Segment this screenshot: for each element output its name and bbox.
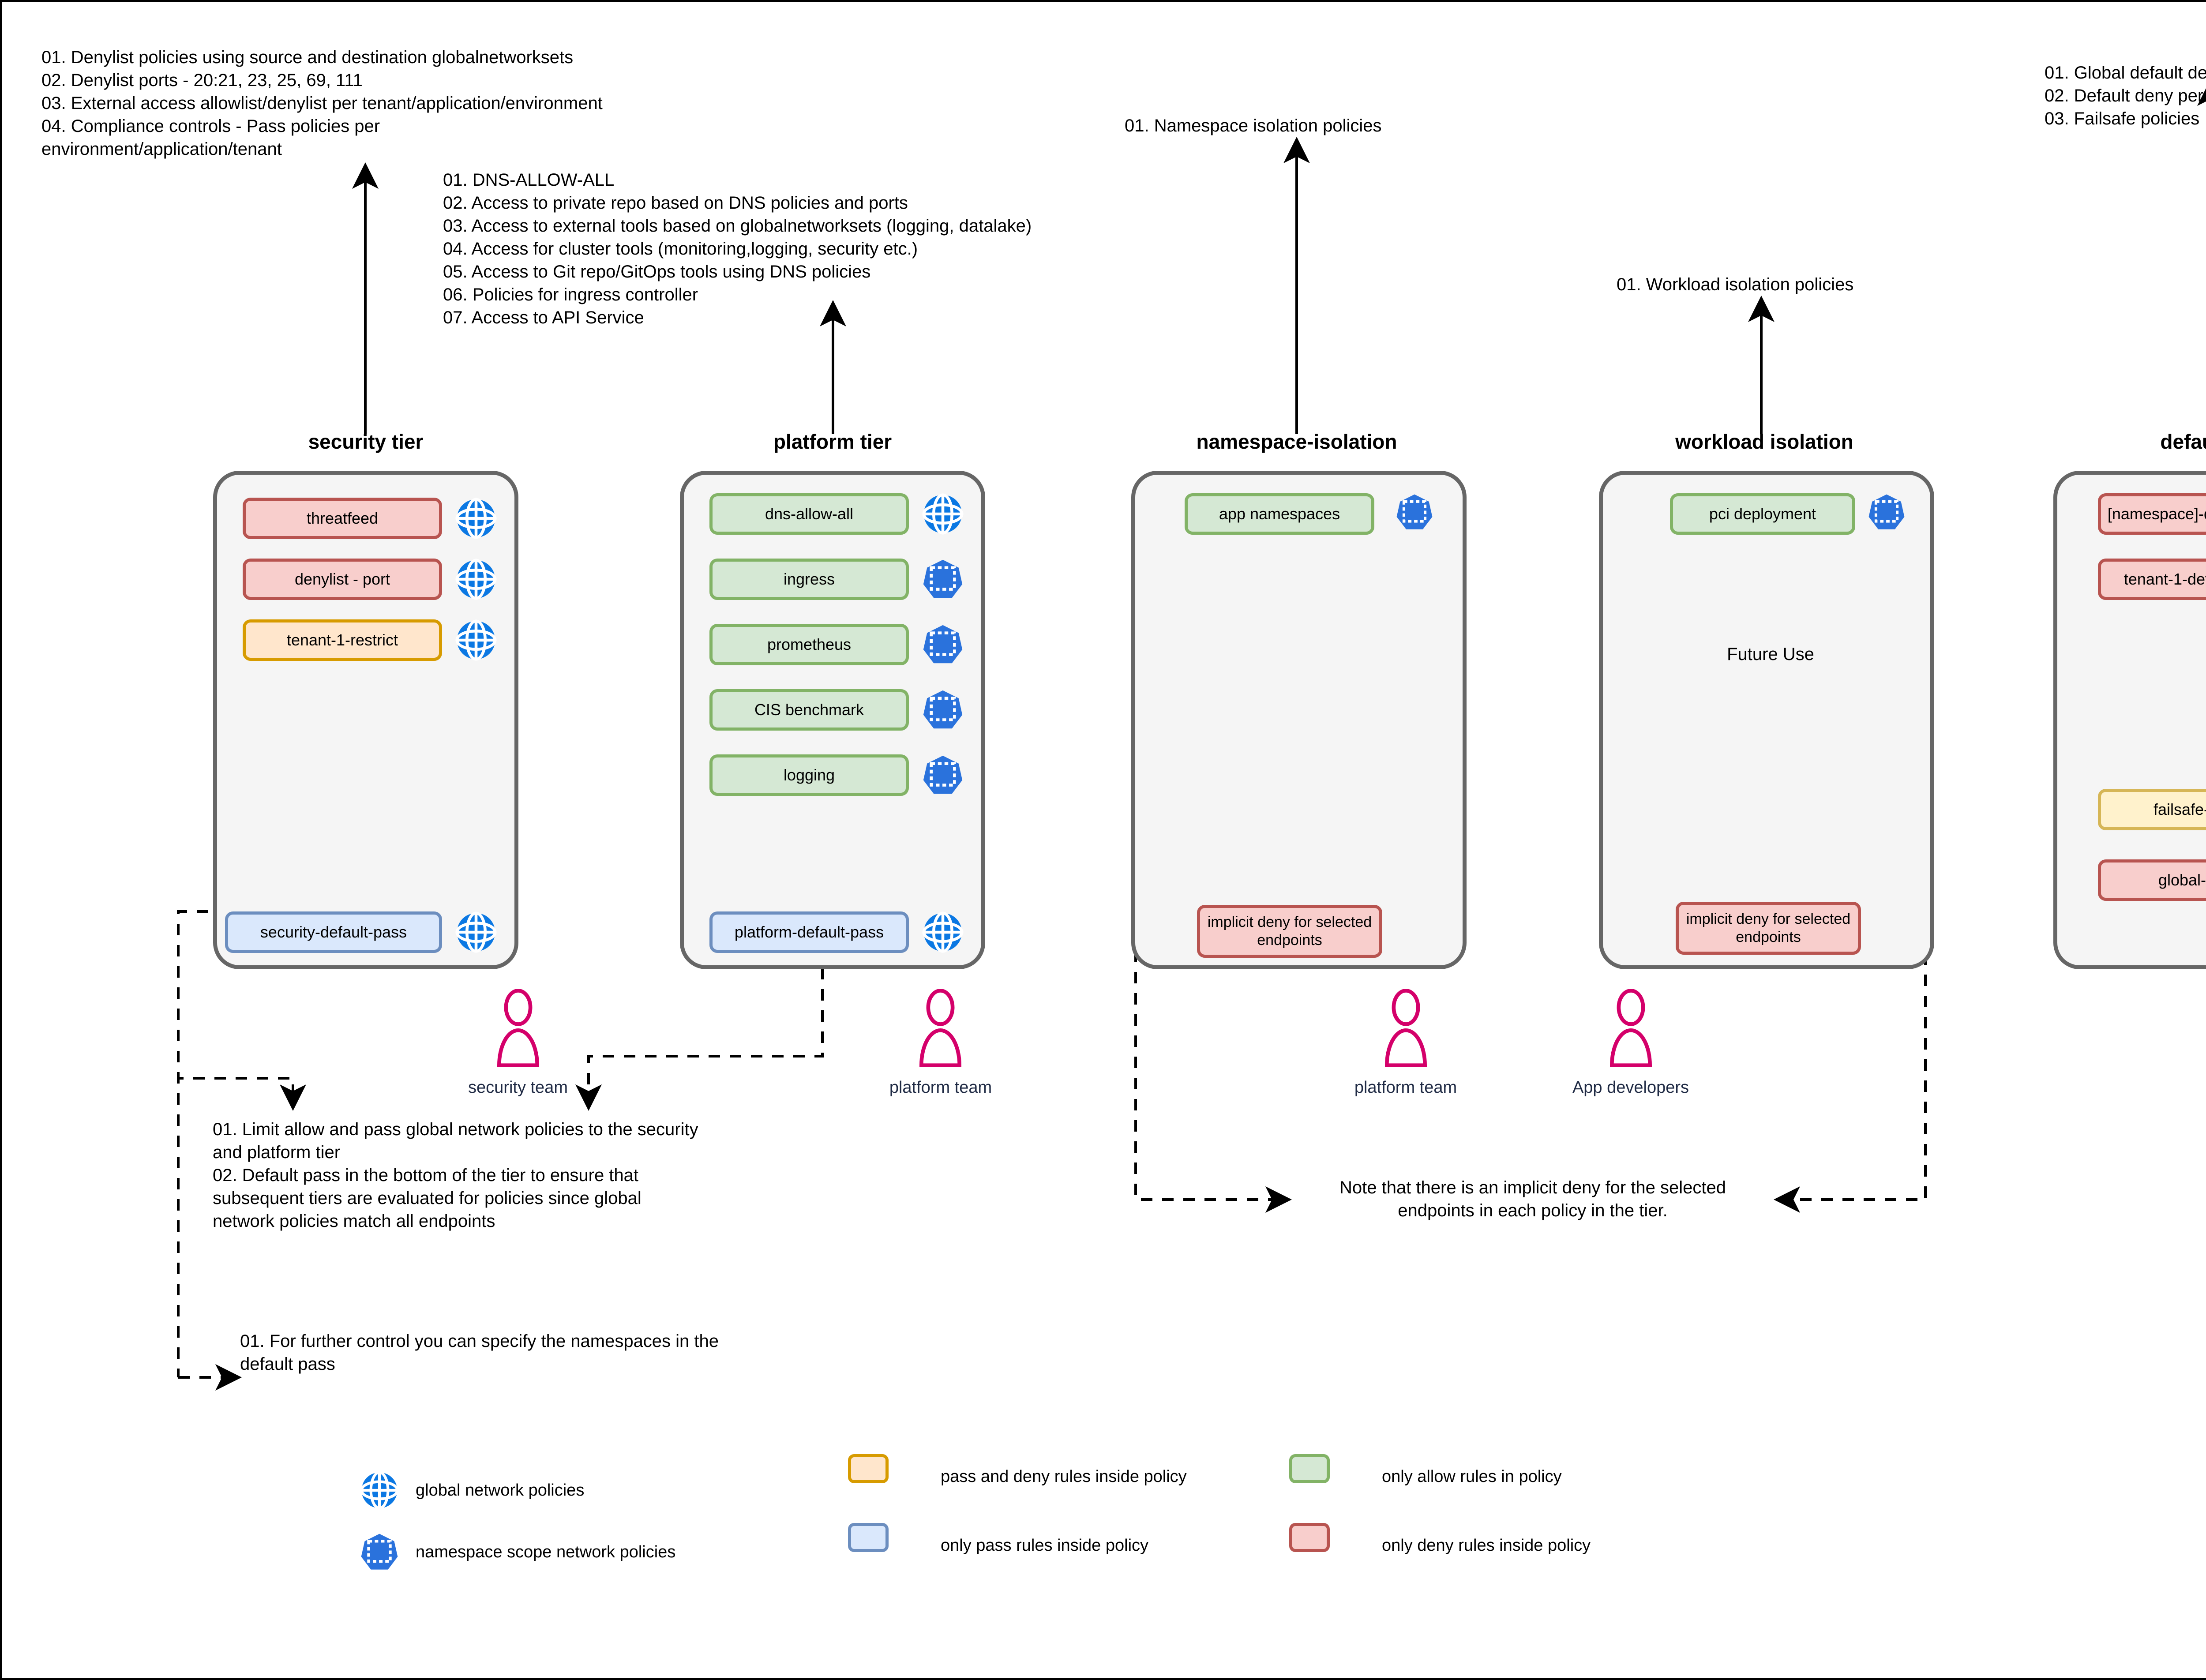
avatar-security-team (495, 989, 541, 1075)
policy-label: implicit deny for selected endpoints (1686, 911, 1851, 945)
policy-label: failsafe-allow (2153, 800, 2206, 819)
global-network-policy-icon (455, 911, 497, 953)
policy-global-deny[interactable]: global-deny (2098, 859, 2206, 901)
legend-global-network-policy-icon (360, 1471, 399, 1510)
legend-label-only-deny: only deny rules inside policy (1382, 1536, 1591, 1555)
tier-title-default-tier: default tier (2160, 430, 2206, 453)
namespace-scope-policy-icon (1396, 493, 1433, 531)
tier-box-default-tier[interactable]: [namespace]-default-deny tenant-1-defaul… (2053, 471, 2206, 969)
policy-label: ingress (783, 570, 835, 589)
policy-label: global-deny (2158, 871, 2206, 889)
policy-label: dns-allow-all (765, 505, 854, 523)
legend-namespace-scope-policy-icon (360, 1533, 399, 1571)
tier-box-namespace-isolation[interactable]: app namespaces implicit deny for selecte… (1131, 471, 1467, 969)
note-implicit-deny: Note that there is an implicit deny for … (1339, 1178, 1726, 1220)
policy-tenant-1-restrict[interactable]: tenant-1-restrict (243, 619, 442, 661)
owner-label-platform-team: platform team (1354, 1078, 1457, 1097)
note-default-tier-list: 01. Global default deny 02. Default deny… (2045, 63, 2206, 128)
note-namespace-isolation: 01. Namespace isolation policies (1125, 116, 1382, 135)
policy-pci-deployment[interactable]: pci deployment (1670, 493, 1855, 535)
legend-label-only-pass: only pass rules inside policy (941, 1536, 1149, 1555)
policy-label: [namespace]-default-deny (2107, 505, 2206, 523)
tier-title-platform-tier: platform tier (773, 430, 892, 453)
policy-prometheus[interactable]: prometheus (709, 624, 909, 665)
policy-implicit-deny-workload[interactable]: implicit deny for selected endpoints (1676, 902, 1861, 955)
policy-cis-benchmark[interactable]: CIS benchmark (709, 689, 909, 731)
policy-label: security-default-pass (260, 923, 407, 941)
policy-dns-allow-all[interactable]: dns-allow-all (709, 493, 909, 535)
tier-namespace-isolation-group: namespace-isolation app namespaces impli… (1122, 430, 1471, 972)
global-network-policy-icon (922, 493, 964, 535)
policy-label: implicit deny for selected endpoints (1207, 914, 1372, 949)
global-network-policy-icon (455, 619, 497, 661)
policy-label: tenant-1-restrict (286, 631, 398, 649)
policy-label: tenant-1-default-deny (2123, 570, 2206, 589)
tier-title-namespace-isolation: namespace-isolation (1196, 430, 1397, 453)
policy-label: prometheus (767, 635, 852, 654)
legend-swatch-only-allow (1289, 1454, 1330, 1483)
policy-failsafe-allow[interactable]: failsafe-allow (2098, 789, 2206, 830)
note-bottom-left: 01. Limit allow and pass global network … (213, 1120, 698, 1231)
legend-swatch-only-pass (848, 1523, 889, 1552)
policy-label: platform-default-pass (734, 923, 884, 941)
policy-label: denylist - port (294, 570, 390, 589)
namespace-scope-policy-icon (922, 754, 964, 796)
tier-title-security-tier: security tier (308, 430, 424, 453)
note-platform-tier-list: 01. DNS-ALLOW-ALL 02. Access to private … (443, 170, 1032, 327)
legend-label-global-network-policies: global network policies (416, 1481, 585, 1500)
policy-tenant-1-default-deny[interactable]: tenant-1-default-deny (2098, 559, 2206, 600)
legend-label-only-allow: only allow rules in policy (1382, 1467, 1562, 1486)
global-network-policy-icon (922, 911, 964, 953)
namespace-scope-policy-icon (1868, 493, 1906, 531)
legend-swatch-pass-and-deny (848, 1454, 889, 1483)
policy-label: pci deployment (1709, 505, 1816, 523)
tier-default-tier-group: default tier [namespace]-default-deny te… (2049, 430, 2206, 972)
tier-workload-isolation-group: workload isolation pci deployment Future… (1590, 430, 1939, 972)
tier-platform-tier-group: platform tier dns-allow-all ingress prom… (676, 430, 989, 972)
tier-security-tier-group: security tier threatfeed denylist - por (209, 430, 522, 972)
owner-label-app-developers: App developers (1572, 1078, 1689, 1097)
tier-title-workload-isolation: workload isolation (1675, 430, 1853, 453)
policy-threatfeed[interactable]: threatfeed (243, 498, 442, 539)
legend-label-pass-and-deny: pass and deny rules inside policy (941, 1467, 1187, 1486)
avatar-app-developers (1608, 989, 1654, 1075)
legend-label-namespace-scope-policies: namespace scope network policies (416, 1543, 676, 1561)
global-network-policy-icon (455, 559, 497, 600)
note-further-control: 01. For further control you can specify … (240, 1331, 719, 1374)
policy-ingress[interactable]: ingress (709, 559, 909, 600)
policy-platform-default-pass[interactable]: platform-default-pass (709, 911, 909, 953)
policy-label: threatfeed (306, 509, 379, 528)
legend-swatch-only-deny (1289, 1523, 1330, 1552)
namespace-scope-policy-icon (922, 559, 964, 600)
tier-box-security-tier[interactable]: threatfeed denylist - port (213, 471, 518, 969)
owner-label-security-team: security team (468, 1078, 568, 1097)
avatar-platform-team (917, 989, 964, 1075)
tier-box-platform-tier[interactable]: dns-allow-all ingress prometheus (680, 471, 985, 969)
policy-denylist-port[interactable]: denylist - port (243, 559, 442, 600)
owner-label-platform-team: platform team (889, 1078, 992, 1097)
policy-app-namespaces[interactable]: app namespaces (1185, 493, 1374, 535)
policy-namespace-default-deny[interactable]: [namespace]-default-deny (2098, 493, 2206, 535)
policy-label: app namespaces (1219, 505, 1340, 523)
namespace-scope-policy-icon (922, 624, 964, 665)
note-workload-isolation: 01. Workload isolation policies (1617, 275, 1854, 294)
note-security-tier-list: 01. Denylist policies using source and d… (41, 48, 603, 159)
policy-label: CIS benchmark (754, 701, 864, 719)
policy-label: logging (783, 766, 835, 784)
policy-logging[interactable]: logging (709, 754, 909, 796)
tier-box-workload-isolation[interactable]: pci deployment Future Use implicit deny … (1599, 471, 1934, 969)
policy-security-default-pass[interactable]: security-default-pass (225, 911, 442, 953)
policy-implicit-deny-namespace[interactable]: implicit deny for selected endpoints (1197, 905, 1382, 958)
global-network-policy-icon (455, 498, 497, 539)
workload-future-use-label: Future Use (1727, 645, 1814, 664)
namespace-scope-policy-icon (922, 689, 964, 731)
avatar-platform-team (1383, 989, 1429, 1075)
